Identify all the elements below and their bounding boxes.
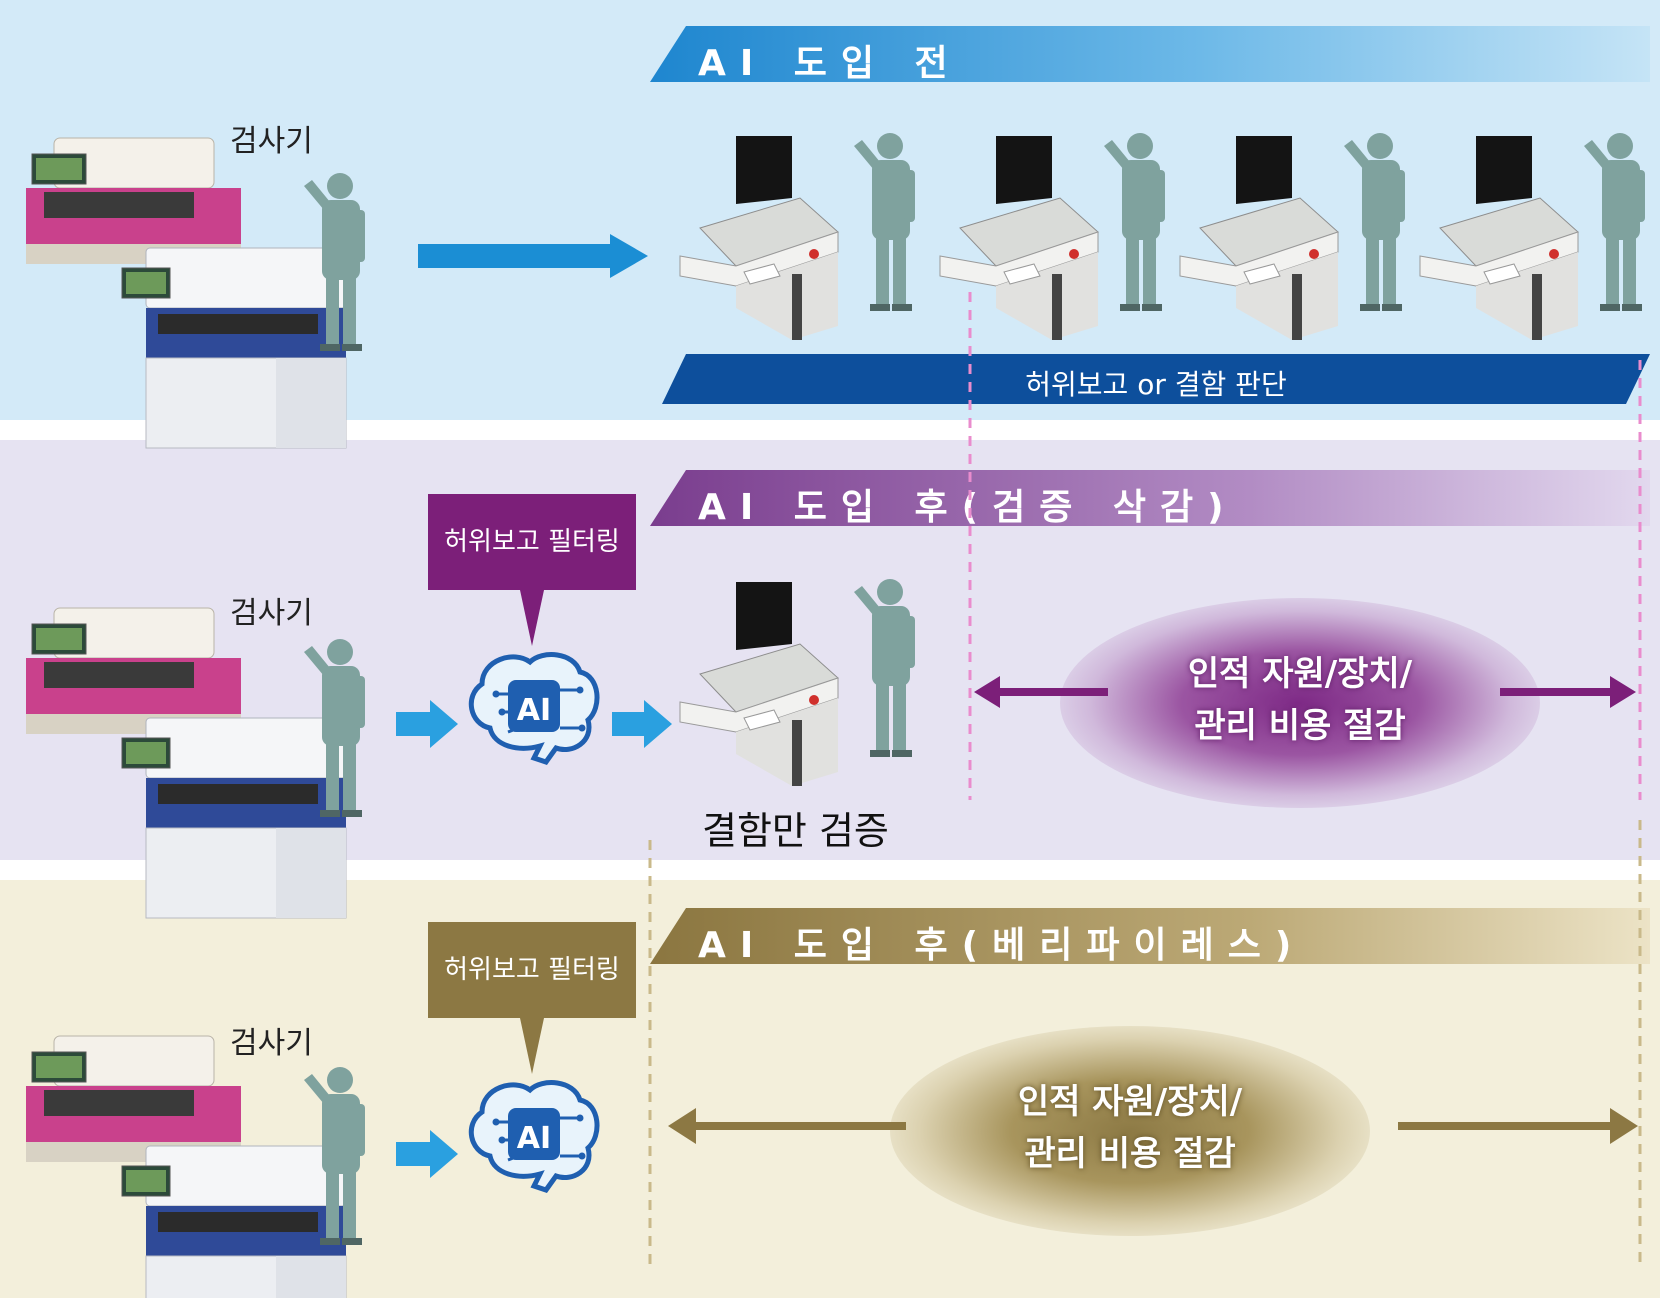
ai-badge: AI [517,1121,551,1156]
arrow-right [396,1130,458,1178]
worker-figure [1104,133,1165,311]
machine-label: 검사기 [230,1026,313,1061]
callout-pointer [520,590,544,646]
judgement-bar-label: 허위보고 or 결함 판단 [1025,368,1287,401]
cost-savings-line: 관리 비용 절감 [1194,706,1406,746]
filtering-callout: 허위보고 필터링 [428,922,636,1018]
cost-savings-line: 인적 자원/장치/ [1187,654,1413,694]
banner-title: AI 도입 후(검증 삭감) [698,487,1238,528]
callout-pointer [520,1018,544,1074]
banner-after-ai-verifyless: AI 도입 후(베리파이레스) [650,908,1650,964]
machine-label: 검사기 [230,596,313,631]
banner-after-ai-verification: AI 도입 후(검증 삭감) [650,470,1650,526]
judgement-bar: 허위보고 or 결함 판단 [662,354,1650,404]
cost-savings-glow [1060,598,1540,808]
inspection-machine [25,137,347,449]
verification-station [1419,135,1579,341]
cost-savings-line: 인적 자원/장치/ [1017,1082,1243,1122]
worker-figure [854,133,915,311]
worker-figure [1344,133,1405,311]
inspection-machine [25,607,347,919]
double-arrow-right [1500,676,1636,708]
station-caption: 결함만 검증 [702,809,889,853]
arrow-right [612,700,672,748]
worker-figure [854,579,915,757]
double-arrow-left [668,1108,906,1144]
banner-title: AI 도입 후(베리파이레스) [698,925,1306,966]
worker-figure [1584,133,1645,311]
verification-station [679,581,839,787]
arrow-right [418,234,648,278]
double-arrow-right [1398,1108,1638,1144]
verification-station [1179,135,1339,341]
cost-savings-text: 인적 자원/장치/ 관리 비용 절감 [1060,648,1540,752]
filtering-callout: 허위보고 필터링 [428,494,636,590]
ai-badge: AI [517,693,551,728]
machine-label: 검사기 [230,124,313,159]
verification-station [939,135,1099,341]
inspection-machine [25,1035,347,1298]
cost-savings-glow [890,1026,1370,1236]
banner-before-ai: AI 도입 전 [650,26,1650,82]
verification-station [679,135,839,341]
arrow-right [396,700,458,748]
banner-title: AI 도입 전 [698,43,962,84]
double-arrow-left [974,676,1108,708]
cost-savings-line: 관리 비용 절감 [1024,1134,1236,1174]
cost-savings-text: 인적 자원/장치/ 관리 비용 절감 [890,1076,1370,1180]
